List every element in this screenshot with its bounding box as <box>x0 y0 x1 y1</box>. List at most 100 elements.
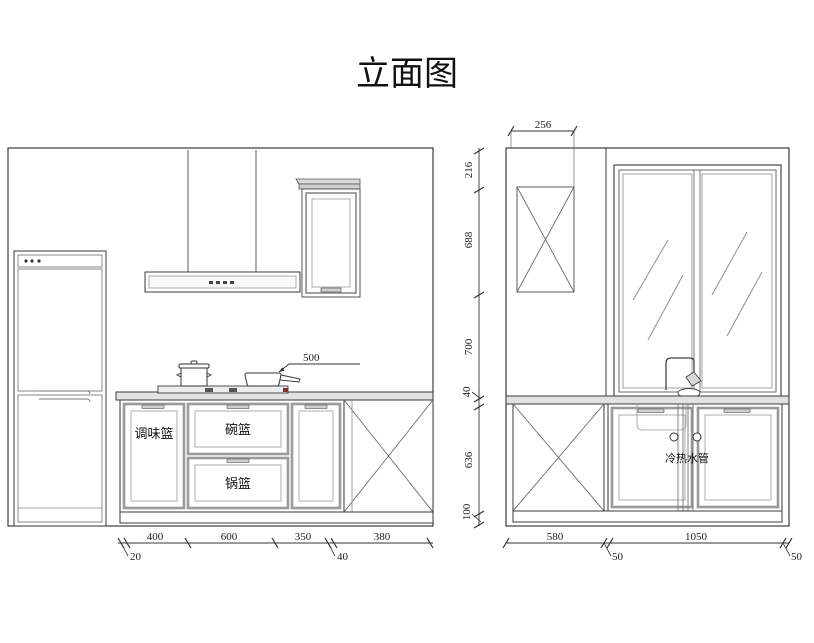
dim-tick <box>271 537 279 549</box>
glass-reflection-line <box>632 239 669 301</box>
pot-basket-label: 锅篮 <box>225 476 251 492</box>
right-elevation-group: 冷热水管 256 216 688 700 <box>461 119 803 563</box>
pot-lid <box>178 363 210 369</box>
cabinet-plain-door <box>290 402 342 510</box>
right-bottom-dimension-chain: 580 50 1050 50 <box>502 531 803 563</box>
pot-left-handle <box>175 372 182 378</box>
cooktop-knob-icon <box>229 388 237 392</box>
refrigerator-control-panel <box>17 254 103 268</box>
pot-right-handle <box>206 372 213 378</box>
refrigerator-indicator-icon <box>24 259 28 263</box>
lower-left-x-panel <box>512 403 605 512</box>
dim-tick <box>502 537 510 549</box>
range-hood <box>144 271 301 293</box>
dim-tick <box>473 291 485 299</box>
window-left-sash <box>622 173 693 389</box>
right-countertop <box>505 395 790 405</box>
dim-tick <box>473 147 485 155</box>
range-hood-face <box>148 275 297 289</box>
upper-x-panel-cross-line <box>516 186 575 293</box>
left-dim-400: 400 <box>147 531 164 543</box>
sink-basin-outline <box>636 404 687 431</box>
plain-door-panel <box>298 410 334 502</box>
pot-basket-drawer-panel <box>194 464 282 502</box>
refrigerator-upper-door <box>17 268 103 392</box>
bowl-basket-drawer-panel <box>194 410 282 448</box>
window-mullion <box>693 169 701 393</box>
right-dim-580: 580 <box>547 531 564 543</box>
left-elevation-group: 500 调味篮 碗篮 <box>7 147 434 563</box>
dim-leader <box>120 542 129 557</box>
right-dim-1050: 1050 <box>685 531 708 543</box>
sink-cabinet-right-handle <box>723 408 751 413</box>
refrigerator <box>13 250 107 527</box>
dim-leader <box>471 391 482 400</box>
cookware-pot <box>175 360 213 387</box>
refrigerator-lower-door <box>17 394 103 523</box>
left-dim-600: 600 <box>221 531 238 543</box>
dim-leader <box>471 513 482 523</box>
cooktop-body <box>157 385 289 394</box>
page-title: 立面图 <box>356 54 458 94</box>
right-top-dim-256: 256 <box>535 119 552 131</box>
base-cabinet-run: 调味篮 碗篮 锅篮 <box>119 399 434 524</box>
window-right-sash <box>701 173 773 389</box>
pot-lid-knob <box>190 360 198 365</box>
hot-water-outlet-icon <box>692 432 702 442</box>
plain-door-handle <box>304 404 328 409</box>
bowl-basket-label: 碗篮 <box>225 422 251 438</box>
dim-tick <box>606 537 614 549</box>
right-vdim-636: 636 <box>463 451 475 468</box>
pot-basket-handle <box>226 458 250 463</box>
faucet-handle <box>685 371 702 387</box>
left-bottom-dimension-chain: 20 400 600 350 40 380 <box>117 531 434 563</box>
dim-leader <box>327 542 336 557</box>
water-pipe-annotation: 冷热水管 <box>665 451 709 465</box>
appliance-bay-x-panel <box>343 399 434 513</box>
left-dim-380: 380 <box>374 531 391 543</box>
cookware-pan <box>244 372 301 387</box>
dim-tick <box>473 395 485 403</box>
leader-note-500: 500 <box>303 352 320 364</box>
right-vdim-216: 216 <box>463 161 475 178</box>
dim-tick <box>330 537 338 549</box>
lower-x-panel-cross-line <box>512 403 605 512</box>
glass-reflection-line <box>711 231 748 296</box>
cabinet-spice-basket: 调味篮 <box>122 402 186 510</box>
pan-body <box>244 372 282 387</box>
left-dim-20: 20 <box>130 551 142 563</box>
range-hood-button-icon <box>230 281 234 284</box>
refrigerator-indicator-icon <box>37 259 41 263</box>
right-vdim-688: 688 <box>463 231 475 248</box>
dim-tick <box>473 403 485 411</box>
cabinet-bowl-basket: 碗篮 <box>186 402 290 456</box>
cooktop-indicator-icon <box>283 388 288 392</box>
glass-reflection-line <box>647 274 684 341</box>
sink-cabinet-left-handle <box>637 408 665 413</box>
sink-cabinet-right-door-panel <box>704 414 772 501</box>
right-vdim-40: 40 <box>461 386 473 398</box>
bowl-basket-handle <box>226 404 250 409</box>
dim-tick <box>473 186 485 194</box>
dim-tick <box>184 537 192 549</box>
wall-cabinet-door-panel <box>311 198 351 288</box>
range-hood-button-icon <box>223 281 227 284</box>
base-cabinet-toe-kick <box>119 511 434 524</box>
left-dim-350: 350 <box>295 531 312 543</box>
cooktop-knob-icon <box>205 388 213 392</box>
right-vertical-dimension-chain: 216 688 700 40 636 100 <box>461 147 485 529</box>
range-hood-button-icon <box>209 281 213 284</box>
appliance-bay-cross-line <box>343 399 434 513</box>
spice-basket-door-panel <box>130 410 178 502</box>
dim-tick <box>473 510 485 518</box>
right-vdim-700: 700 <box>463 338 475 355</box>
wall-cabinet-handle <box>320 287 342 293</box>
upper-left-x-panel <box>516 186 575 293</box>
refrigerator-indicator-icon <box>30 259 34 263</box>
dim-tick <box>473 521 485 529</box>
sink-base-cabinets: 冷热水管 <box>512 403 783 523</box>
dim-tick <box>123 537 131 549</box>
right-dim-50-b: 50 <box>791 551 803 563</box>
